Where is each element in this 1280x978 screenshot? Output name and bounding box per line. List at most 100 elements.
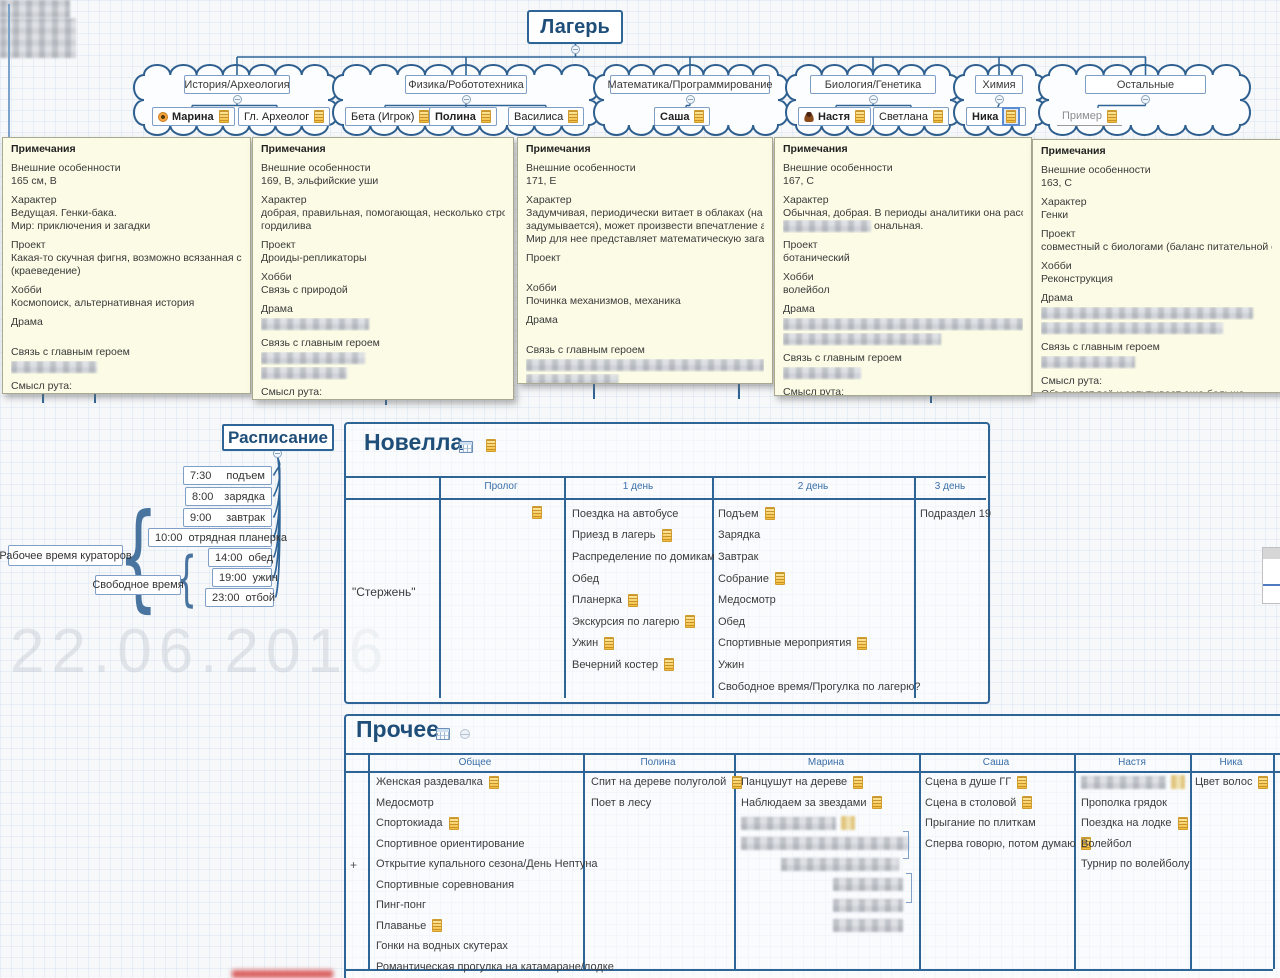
member-box[interactable]: Пример xyxy=(1057,107,1122,126)
group-topic[interactable]: История/Археология xyxy=(184,75,290,94)
prochee-nika-item[interactable]: Цвет волос xyxy=(1195,772,1269,793)
collapse-handle[interactable] xyxy=(571,45,580,54)
novella-day2-item[interactable]: Завтрак xyxy=(718,546,921,568)
prochee-marina-item[interactable] xyxy=(741,895,909,916)
prochee-marina-item[interactable]: Панцушут на дереве xyxy=(741,772,909,793)
prochee-obshchee-item[interactable]: Спортивное ориентирование xyxy=(376,834,614,855)
note-icon[interactable] xyxy=(627,593,638,607)
novella-day1-item[interactable]: Обед xyxy=(572,568,715,590)
novella-day1-item[interactable]: Экскурсия по лагерю xyxy=(572,611,715,633)
note-icon[interactable] xyxy=(480,110,491,123)
prochee-marina-item[interactable] xyxy=(741,834,909,855)
novella-day1-item[interactable]: Вечерний костер xyxy=(572,654,715,676)
note-icon[interactable] xyxy=(694,110,705,123)
prochee-polina-item[interactable]: Поет в лесу xyxy=(591,793,742,814)
root-topic-lager[interactable]: Лагерь xyxy=(527,10,623,44)
prochee-nastya-item[interactable] xyxy=(1081,772,1190,793)
member-box[interactable]: Гл. Археолог xyxy=(238,107,331,126)
note-icon[interactable] xyxy=(1106,109,1117,123)
novella-day1-item[interactable]: Приезд в лагерь xyxy=(572,525,715,547)
note-icon[interactable] xyxy=(932,110,943,123)
novella-day2-item[interactable]: Свободное время/Прогулка по лагерю? xyxy=(718,676,921,698)
note-icon[interactable] xyxy=(488,775,499,789)
note-icon[interactable] xyxy=(872,796,883,810)
prochee-marina-item[interactable] xyxy=(741,875,909,896)
novella-day1-item[interactable]: Планерка xyxy=(572,589,715,611)
group-topic[interactable]: Остальные xyxy=(1085,75,1206,94)
collapse-handle[interactable] xyxy=(868,95,878,104)
note-icon[interactable] xyxy=(664,658,675,672)
novella-day2-item[interactable]: Подъем xyxy=(718,503,921,525)
note-icon[interactable] xyxy=(685,615,696,629)
novella-day2-item[interactable]: Собрание xyxy=(718,568,921,590)
group-topic[interactable]: Математика/Программирование xyxy=(607,75,773,94)
note-icon[interactable] xyxy=(1006,110,1017,123)
prochee-column-header[interactable]: Общее xyxy=(458,757,492,768)
collapse-icon[interactable] xyxy=(460,729,470,739)
note-icon[interactable] xyxy=(732,775,743,789)
note-icon[interactable] xyxy=(314,110,325,123)
novella-column-header[interactable]: Пролог xyxy=(484,481,518,492)
note-icon[interactable] xyxy=(764,507,775,521)
note-icon[interactable] xyxy=(855,110,865,123)
collapse-handle[interactable] xyxy=(994,95,1004,104)
prochee-marina-item[interactable] xyxy=(741,813,909,834)
novella-day2-item[interactable]: Зарядка xyxy=(718,525,921,547)
novella-column-header[interactable]: 2 день xyxy=(797,481,829,492)
collapse-handle[interactable] xyxy=(1141,95,1150,104)
member-box[interactable]: Саша xyxy=(654,107,711,126)
note-icon-selected[interactable] xyxy=(1002,107,1021,126)
novella-title[interactable]: Новелла xyxy=(364,429,464,455)
novella-day2-item[interactable]: Обед xyxy=(718,611,921,633)
note-icon[interactable] xyxy=(1081,837,1092,851)
brace-label[interactable]: Рабочее время кураторов xyxy=(0,545,132,566)
prochee-polina-item[interactable]: Спит на дереве полуголой xyxy=(591,772,743,793)
prochee-obshchee-item[interactable]: Гонки на водных скутерах xyxy=(376,936,614,957)
group-topic[interactable]: Биология/Генетика xyxy=(810,75,936,94)
novella-column-header[interactable]: 3 день xyxy=(934,481,966,492)
prochee-column-header[interactable]: Марина xyxy=(807,757,845,768)
collapse-handle[interactable] xyxy=(232,95,242,104)
prochee-marina-item[interactable] xyxy=(741,916,909,937)
note-icon[interactable] xyxy=(432,919,443,933)
note-icon[interactable] xyxy=(448,816,459,830)
member-box[interactable]: Полина xyxy=(429,107,497,126)
note-icon[interactable] xyxy=(218,110,229,123)
note-icon[interactable] xyxy=(532,506,542,519)
prochee-sasha-item[interactable]: Сперва говорю, потом думаю xyxy=(925,834,1092,855)
novella-day1-item[interactable]: Распределение по домикам xyxy=(572,546,715,568)
prochee-sasha-item[interactable]: Сцена в столовой xyxy=(925,793,1091,814)
novella-day1-item[interactable]: Поездка на автобусе xyxy=(572,503,715,525)
group-topic[interactable]: Физика/Робототехника xyxy=(405,75,527,94)
prochee-obshchee-item[interactable]: Плаванье xyxy=(376,916,614,937)
prochee-obshchee-item[interactable]: Женская раздевалка xyxy=(376,772,614,793)
prochee-obshchee-item[interactable]: Спортокиада xyxy=(376,813,614,834)
prochee-plus-cell[interactable]: + xyxy=(350,858,358,872)
prochee-obshchee-item[interactable]: Спортивные соревнования xyxy=(376,875,614,896)
note-icon[interactable] xyxy=(1258,775,1269,789)
member-box[interactable]: Ника xyxy=(966,107,1027,126)
note-icon[interactable] xyxy=(486,439,496,452)
note-icon[interactable] xyxy=(1017,775,1028,789)
novella-row-label[interactable]: "Стержень" xyxy=(352,585,416,599)
note-icon[interactable] xyxy=(419,110,430,123)
prochee-column-header[interactable]: Полина xyxy=(640,757,676,768)
member-box[interactable]: Марина xyxy=(152,107,235,126)
brace-label[interactable]: Свободное время xyxy=(92,575,184,595)
prochee-nastya-item[interactable]: Волейбол xyxy=(1081,834,1190,855)
novella-day1-item[interactable]: Ужин xyxy=(572,633,715,655)
prochee-column-header[interactable]: Ника xyxy=(1219,757,1243,768)
note-icon[interactable] xyxy=(1177,816,1188,830)
novella-day2-item[interactable]: Спортивные мероприятия xyxy=(718,633,921,655)
prochee-sasha-item[interactable]: Сцена в душе ГГ xyxy=(925,772,1091,793)
note-icon[interactable] xyxy=(1022,796,1033,810)
schedule-title[interactable]: Расписание xyxy=(222,424,334,451)
member-box[interactable]: Светлана xyxy=(873,107,949,126)
novella-day2-item[interactable]: Медосмотр xyxy=(718,589,921,611)
prochee-sasha-item[interactable]: Прыгание по плиткам xyxy=(925,813,1091,834)
